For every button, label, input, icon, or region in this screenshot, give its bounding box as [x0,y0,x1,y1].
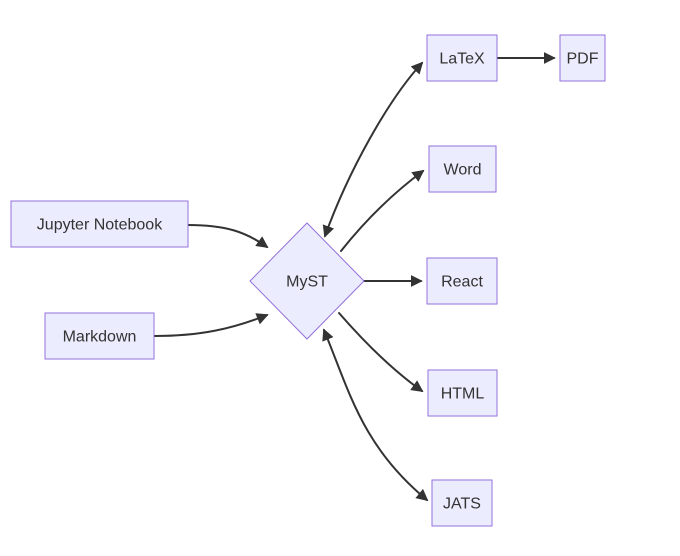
node-word: Word [428,145,497,193]
html-shape [427,369,498,417]
node-myst: MyST [249,222,365,340]
node-pdf: PDF [559,34,606,82]
pdf-label: PDF [567,51,599,68]
edge-jupyter-to-myst [187,224,269,249]
edge-myst-to-latex [322,61,424,238]
word-shape [428,145,497,193]
html-label: HTML [441,386,485,403]
markdown-shape [44,312,155,360]
jats-label: JATS [443,496,481,513]
word-label: Word [444,162,482,179]
node-markdown: Markdown [44,312,155,360]
node-latex: LaTeX [426,34,498,82]
edge-myst-to-jats [322,328,429,502]
myst-shape [249,222,365,340]
myst-label: MyST [286,274,328,291]
jupyter-label: Jupyter Notebook [37,217,163,234]
edge-myst-to-html [338,312,424,393]
node-jats: JATS [431,479,493,527]
latex-label: LaTeX [439,51,485,68]
latex-shape [426,34,498,82]
markdown-label: Markdown [63,329,137,346]
edge-myst-to-word [340,169,425,252]
react-shape [426,257,498,305]
edge-markdown-to-myst [153,313,269,337]
jats-shape [431,479,493,527]
node-html: HTML [427,369,498,417]
pdf-shape [559,34,606,82]
node-react: React [426,257,498,305]
react-label: React [441,274,483,291]
node-jupyter: Jupyter Notebook [10,200,189,248]
jupyter-shape [10,200,189,248]
edges-layer [153,52,556,502]
